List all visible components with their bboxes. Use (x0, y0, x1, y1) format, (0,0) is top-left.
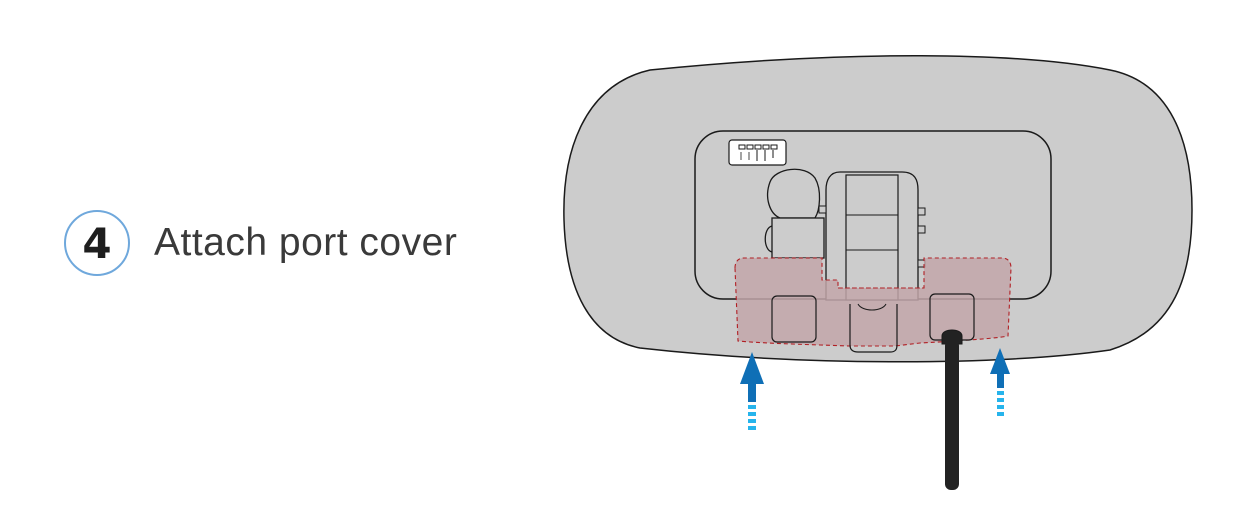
power-cable-plug (941, 329, 963, 345)
step-heading: 4 Attach port cover (64, 208, 524, 278)
power-cable (945, 340, 959, 490)
port-center (849, 304, 898, 353)
center-bracket-inner (845, 174, 899, 301)
port-left (771, 295, 817, 343)
right-push-arrow (990, 348, 1010, 416)
left-push-arrow (740, 352, 764, 430)
step-label: Attach port cover (154, 221, 458, 264)
port-label-plate (728, 139, 787, 166)
port-cover (734, 257, 1012, 347)
step-number-badge: 4 (64, 210, 130, 276)
left-cable-connector (764, 168, 825, 259)
